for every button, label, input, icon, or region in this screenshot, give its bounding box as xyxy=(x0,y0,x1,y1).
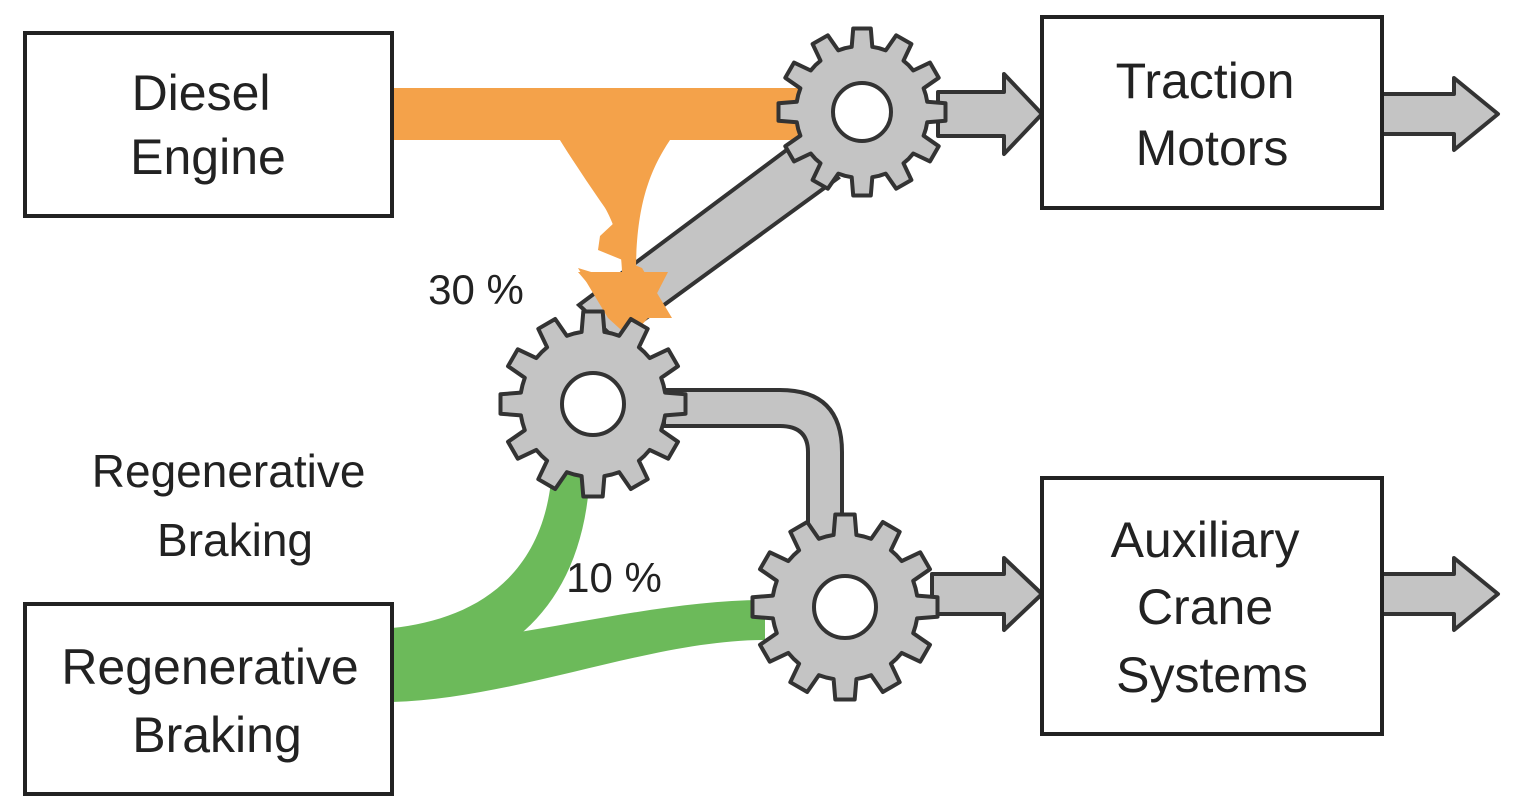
arrow-auxiliary-out xyxy=(1380,556,1500,632)
arrow-gear-to-auxiliary xyxy=(930,556,1044,632)
regen-flow xyxy=(392,470,765,702)
gears xyxy=(498,26,948,702)
diesel-flow-to-traction-gear xyxy=(392,88,800,140)
diesel-engine-box xyxy=(23,31,394,218)
diesel-engine-line-2: Engine xyxy=(130,129,286,185)
output-arrows xyxy=(930,72,1500,632)
middle-gear-hub xyxy=(560,371,626,437)
arrow-traction-out xyxy=(1380,76,1500,152)
regen-flow-to-middle-gear xyxy=(392,470,590,678)
arrow-gear-to-traction xyxy=(936,72,1044,156)
shaft-middle-to-bottom xyxy=(662,388,844,542)
diesel-flow xyxy=(392,88,800,338)
boxes xyxy=(23,15,1384,796)
auxiliary-line-3: Systems xyxy=(1116,647,1308,703)
diesel-engine-line-1: Diesel xyxy=(132,65,271,121)
traction-gear-hub xyxy=(831,81,893,143)
regen-floating-line-2: Braking xyxy=(157,514,313,566)
auxiliary-line-1: Auxiliary xyxy=(1111,512,1300,568)
auxiliary-crane-systems-label: Auxiliary Crane Systems xyxy=(1111,512,1314,703)
diesel-curve-arrow xyxy=(560,140,670,338)
auxiliary-gear-icon xyxy=(750,512,940,702)
regenerative-braking-box xyxy=(23,602,394,796)
traction-motors-label: Traction Motors xyxy=(1116,53,1309,176)
diesel-engine-label: Diesel Engine xyxy=(130,65,286,185)
traction-motors-line-2: Motors xyxy=(1136,120,1289,176)
middle-gear-icon xyxy=(498,309,688,499)
auxiliary-gear-hub xyxy=(812,574,878,640)
regen-box-line-2: Braking xyxy=(132,707,302,763)
auxiliary-crane-systems-box xyxy=(1040,476,1384,736)
traction-gear-icon xyxy=(776,26,948,198)
regen-box-line-1: Regenerative xyxy=(61,639,358,695)
regen-percentage-label: 10 % xyxy=(566,554,662,601)
diesel-percentage-label: 30 % xyxy=(428,266,524,313)
regen-flow-to-bottom-gear xyxy=(392,600,765,702)
regenerative-braking-box-label: Regenerative Braking xyxy=(61,639,372,763)
regen-floating-line-1: Regenerative xyxy=(92,445,366,497)
traction-motors-line-1: Traction xyxy=(1116,53,1295,109)
auxiliary-line-2: Crane xyxy=(1137,579,1273,635)
regenerative-braking-floating-label: Regenerative Braking xyxy=(92,445,378,566)
traction-motors-box xyxy=(1040,15,1384,210)
